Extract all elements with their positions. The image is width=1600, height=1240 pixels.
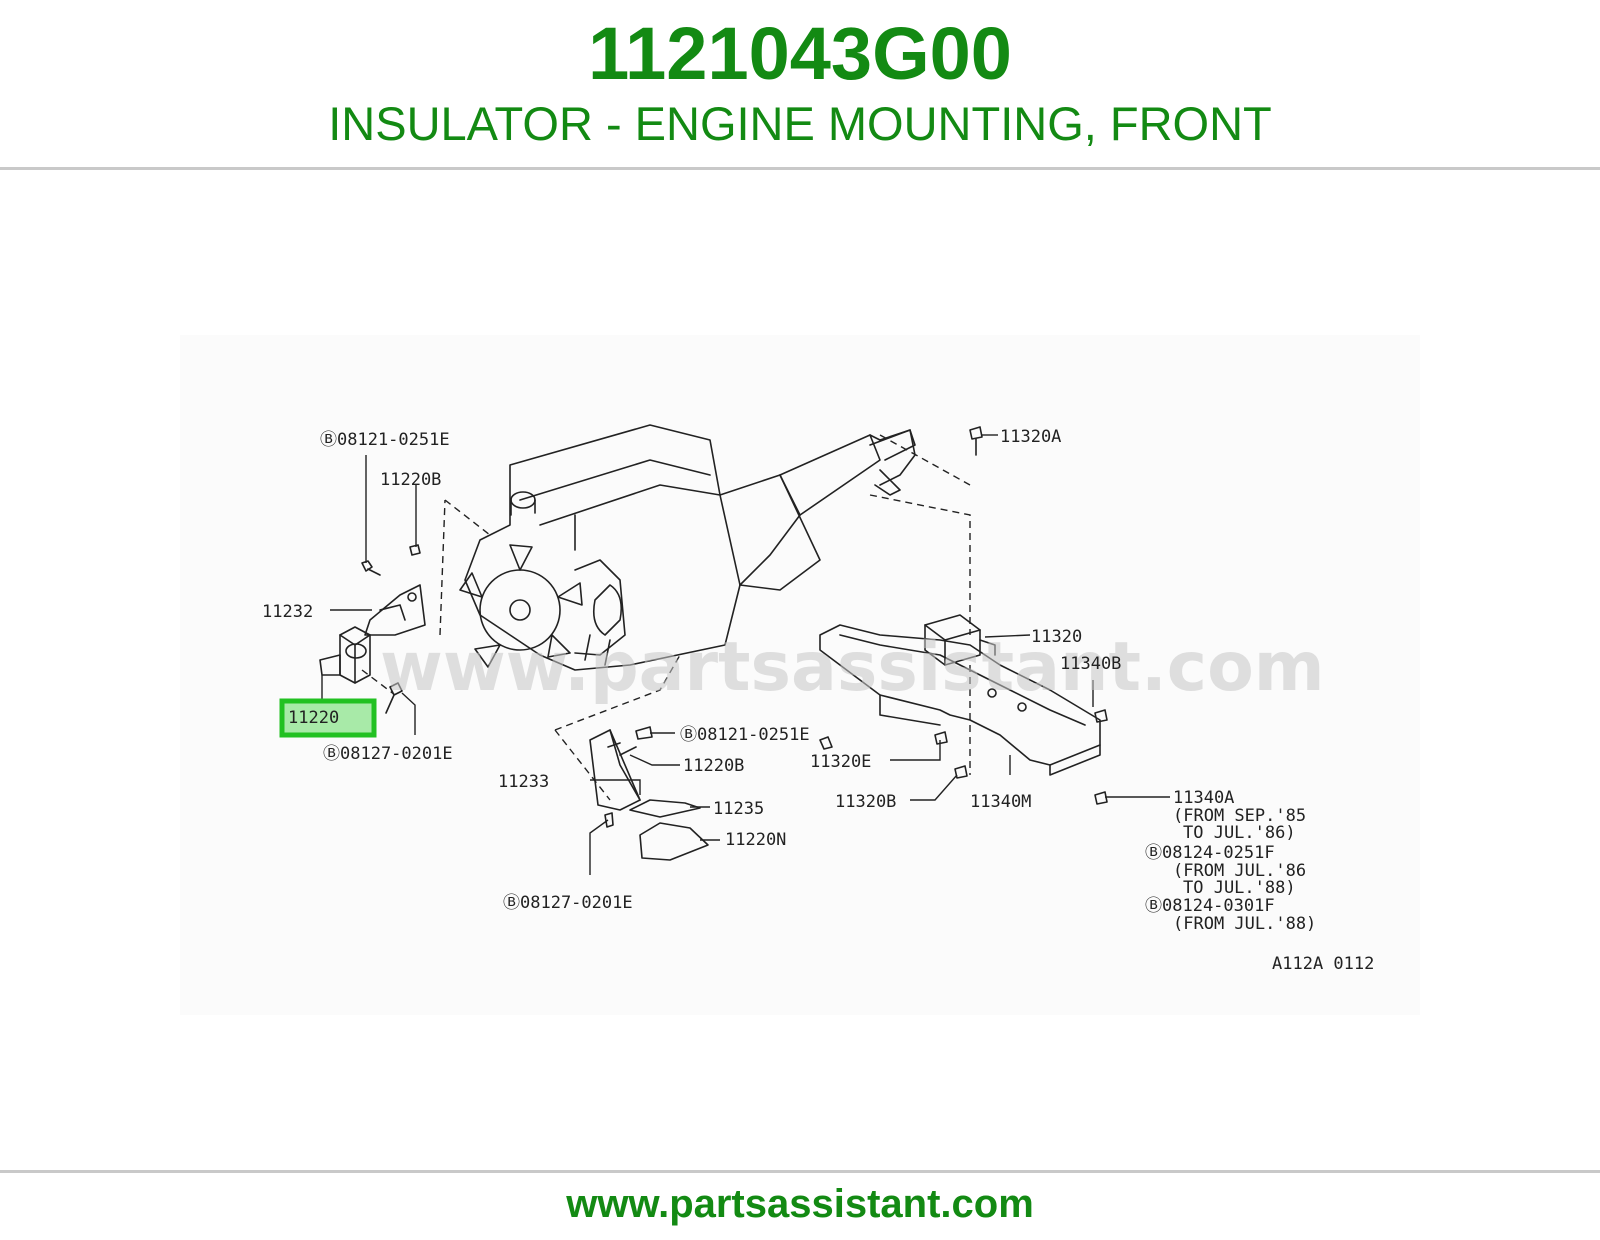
callout-note-3: (FROM JUL.'86 <box>1173 861 1306 881</box>
callout-08121-0251e-top: Ⓑ08121-0251E <box>320 430 450 450</box>
callout-08127-0201e-bottom: Ⓑ08127-0201E <box>503 893 633 913</box>
footer-website-link[interactable]: www.partsassistant.com <box>566 1182 1034 1226</box>
leader-lines <box>321 434 1170 875</box>
callout-11320: 11320 <box>1031 627 1082 647</box>
fan-drawing <box>459 544 626 668</box>
callout-08121-0251e-mid: Ⓑ08121-0251E <box>680 725 810 745</box>
callout-11220b-top: 11220B <box>380 470 441 490</box>
callout-11220b-mid: 11220B <box>683 756 744 776</box>
callout-note-2: TO JUL.'86) <box>1183 823 1296 843</box>
callout-08124-0251f: Ⓑ08124-0251F <box>1145 843 1275 863</box>
callout-11220: 11220 <box>288 708 339 728</box>
lower-bracket-drawing <box>589 726 709 861</box>
part-description: INSULATOR - ENGINE MOUNTING, FRONT <box>328 97 1272 150</box>
small-hardware-drawing <box>819 426 1108 805</box>
callout-note-1: (FROM SEP.'85 <box>1173 806 1306 826</box>
callout-11340m: 11340M <box>970 792 1031 812</box>
callout-11340b: 11340B <box>1060 654 1121 674</box>
callout-labels: Ⓑ08121-0251E 11220B 11232 11220 Ⓑ08127-0… <box>262 427 1374 974</box>
callout-11235: 11235 <box>713 799 764 819</box>
callout-11220n: 11220N <box>725 830 786 850</box>
parts-diagram: www.partsassistant.com Ⓑ08121-0251E 1122… <box>180 335 1420 1015</box>
callout-08127-0201e-top: Ⓑ08127-0201E <box>323 744 453 764</box>
rear-insulator-11320-drawing <box>924 614 996 666</box>
watermark: www.partsassistant.com <box>380 628 1325 707</box>
bracket-11232-drawing <box>364 584 426 636</box>
callout-11320a: 11320A <box>1000 427 1061 447</box>
header-divider <box>0 167 1600 170</box>
callout-11340a: 11340A <box>1173 788 1234 808</box>
highlight-box-11220 <box>279 698 377 738</box>
callout-note-5: (FROM JUL.'88) <box>1173 914 1316 934</box>
diagram-code: A112A 0112 <box>1272 954 1374 974</box>
callout-11233: 11233 <box>498 772 549 792</box>
callout-11232: 11232 <box>262 602 313 622</box>
part-number-title: 1121043G00 <box>588 12 1012 95</box>
insulator-11220-drawing <box>319 626 371 684</box>
footer-divider <box>0 1170 1600 1173</box>
page-header: 1121043G00 INSULATOR - ENGINE MOUNTING, … <box>0 0 1600 170</box>
exploded-view-drawing: www.partsassistant.com Ⓑ08121-0251E 1122… <box>262 424 1374 974</box>
callout-11320b: 11320B <box>835 792 896 812</box>
callout-11320e: 11320E <box>810 752 871 772</box>
callout-08124-0301f: Ⓑ08124-0301F <box>1145 896 1275 916</box>
callout-note-4: TO JUL.'88) <box>1183 878 1296 898</box>
engine-block-drawing <box>464 424 916 671</box>
